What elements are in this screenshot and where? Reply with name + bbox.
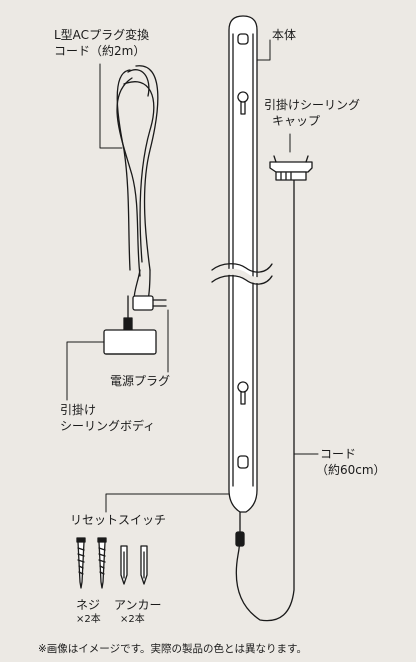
ceiling-body-icon: [103, 295, 157, 355]
ceiling-cap-icon: [269, 155, 313, 181]
anchor-icon: [120, 545, 128, 585]
cord-label-line1: コード: [320, 447, 357, 461]
screw-quantity: ×2本: [76, 614, 101, 625]
ceiling-body-label-line2: シーリングボディ: [60, 419, 156, 433]
ceiling-cap-label-line1: 引掛けシーリング: [264, 98, 361, 112]
anchor-icon: [140, 545, 148, 585]
cord-label-line2: （約60cm）: [316, 463, 386, 477]
screw-label: ネジ: [76, 598, 101, 612]
main-body-label: 本体: [272, 28, 297, 42]
main-body-bar: [228, 15, 258, 513]
break-mark: [211, 263, 273, 273]
screw-icon: [97, 537, 107, 589]
power-plug-label: 電源プラグ: [110, 374, 171, 388]
body-cord: [235, 179, 295, 622]
anchor-label: アンカー: [114, 598, 162, 612]
ceiling-body-label-line1: 引掛け: [60, 403, 97, 417]
coiled-ac-cord: [116, 65, 159, 301]
footnote: ※画像はイメージです。実際の製品の色とは異なります。: [38, 643, 307, 655]
power-plug-icon: [132, 295, 167, 311]
screw-icon: [76, 537, 86, 589]
leader-lines: [66, 39, 319, 513]
reset-switch-label: リセットスイッチ: [70, 513, 167, 527]
plug-cord-label-line2: コード（約2m）: [54, 44, 146, 58]
anchor-quantity: ×2本: [120, 614, 145, 625]
plug-cord-label-line1: L型ACプラグ変換: [54, 28, 150, 42]
ceiling-cap-label-line2: キャップ: [272, 114, 321, 128]
